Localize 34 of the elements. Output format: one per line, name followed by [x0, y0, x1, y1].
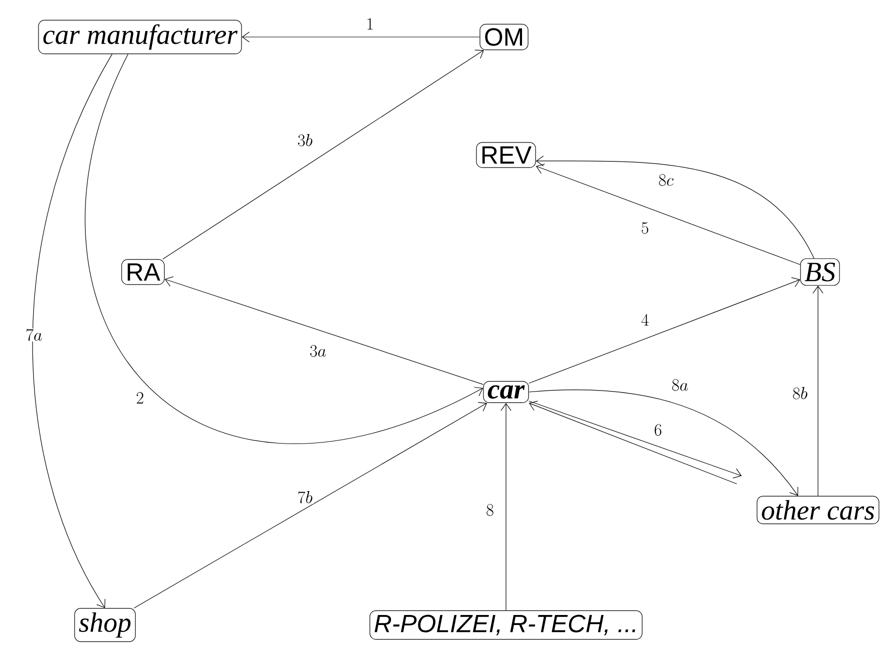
- arrow: [32, 54, 112, 608]
- arrow: [536, 156, 814, 259]
- rounded-box: other cars: [756, 496, 880, 524]
- arrow: [164, 276, 484, 385]
- arrow: [528, 390, 798, 496]
- edge-label: $6$: [653, 423, 663, 437]
- arrow: [242, 32, 480, 42]
- rounded-box: OM: [480, 24, 528, 50]
- rounded-box: shop: [74, 608, 136, 642]
- edge-label: $2$: [135, 391, 145, 405]
- edge-label: $7b$: [296, 490, 314, 504]
- arrow: [500, 403, 512, 611]
- rounded-box: BS: [800, 258, 840, 286]
- rounded-box: car: [483, 380, 529, 403]
- edge-label: $5$: [640, 221, 650, 235]
- arrow: [812, 286, 824, 496]
- arrow: [528, 277, 800, 384]
- edge-label: $3b$: [296, 133, 314, 147]
- edge-label: $8a$: [670, 378, 690, 392]
- arrow: [134, 402, 488, 608]
- rounded-box: REV: [476, 142, 536, 168]
- edge-label: $8$: [485, 503, 495, 517]
- edge-label: $8b$: [791, 386, 809, 400]
- edge-label: $4$: [640, 313, 650, 327]
- edge-label: $7a$: [24, 328, 44, 342]
- rounded-box: RA: [121, 259, 165, 285]
- edge-label: $3a$: [308, 344, 328, 358]
- arrow: [536, 164, 800, 265]
- rounded-box: R-POLIZEI, R-TECH, ...: [370, 610, 642, 640]
- edge-label: $8c$: [657, 173, 675, 187]
- arrow: [85, 54, 484, 444]
- rounded-box: car manufacturer: [38, 20, 242, 54]
- arrow: [162, 50, 484, 260]
- edge-label: $1$: [365, 17, 375, 31]
